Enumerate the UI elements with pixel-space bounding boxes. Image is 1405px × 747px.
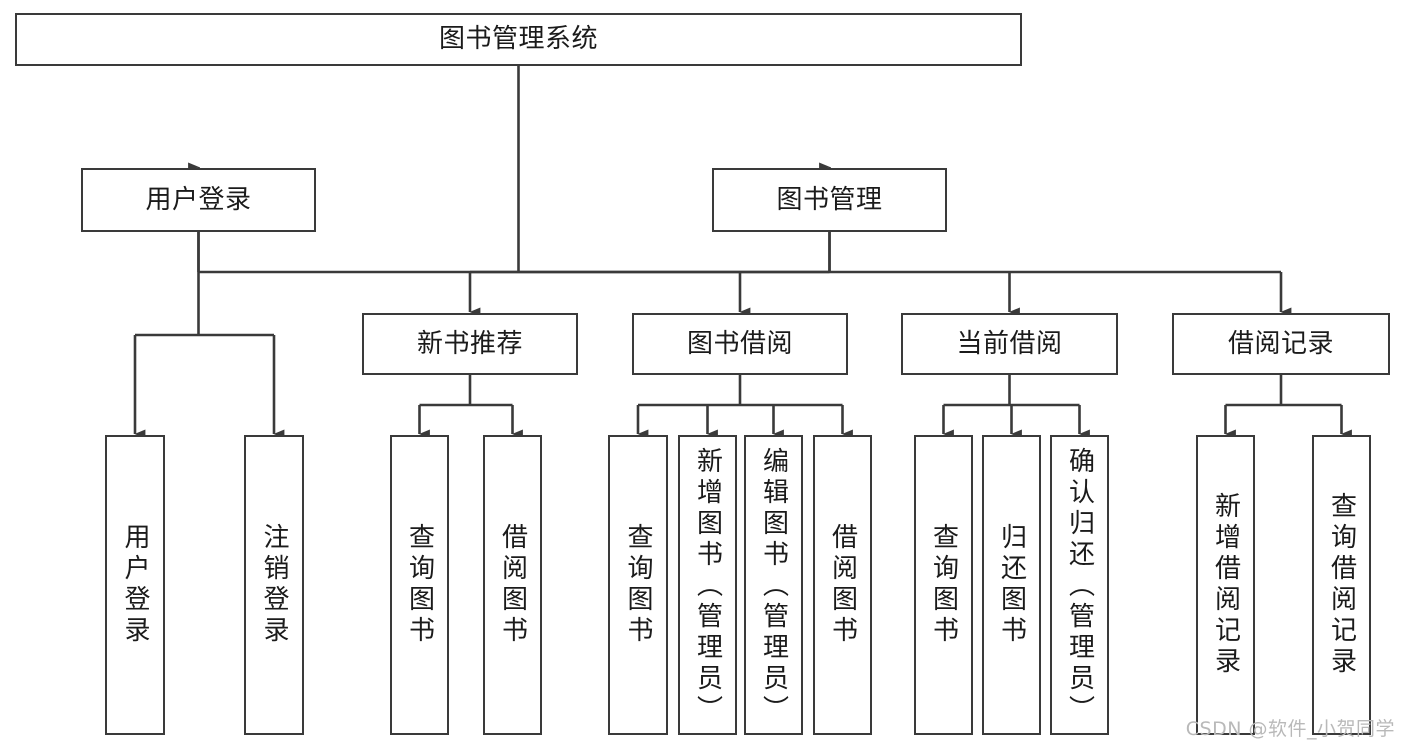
node-l-badd[interactable]: 新增图书（管理员）	[678, 435, 737, 735]
node-label: 用户登录	[145, 184, 252, 215]
node-l-nb-query[interactable]: 查询图书	[390, 435, 449, 735]
node-l-nb-borrow[interactable]: 借阅图书	[483, 435, 542, 735]
node-label: 新书推荐	[416, 328, 523, 359]
node-label: 图书借阅	[686, 328, 793, 359]
node-l-login[interactable]: 用户登录	[105, 435, 165, 735]
node-label: 图书管理系统	[438, 24, 598, 55]
node-l-radd[interactable]: 新增借阅记录	[1196, 435, 1255, 735]
node-label: 借阅记录	[1227, 328, 1334, 359]
node-l-bedit[interactable]: 编辑图书（管理员）	[744, 435, 803, 735]
node-label: 图书管理	[776, 184, 883, 215]
node-label: 当前借阅	[956, 328, 1063, 359]
node-borrow[interactable]: 图书借阅	[632, 313, 848, 375]
node-label: 查询图书	[623, 523, 653, 647]
node-label: 查询借阅记录	[1326, 492, 1357, 678]
node-l-creturn[interactable]: 归还图书	[982, 435, 1041, 735]
node-records[interactable]: 借阅记录	[1172, 313, 1390, 375]
node-login[interactable]: 用户登录	[81, 168, 316, 232]
node-label: 确认归还（管理员）	[1064, 447, 1095, 726]
node-current[interactable]: 当前借阅	[901, 313, 1118, 375]
edge-group	[133, 66, 1352, 439]
node-label: 用户登录	[120, 523, 150, 647]
node-l-bborrow[interactable]: 借阅图书	[813, 435, 872, 735]
node-label: 查询图书	[928, 523, 959, 647]
node-newbooks[interactable]: 新书推荐	[362, 313, 578, 375]
node-l-cq[interactable]: 查询图书	[914, 435, 973, 735]
node-bookmgmt[interactable]: 图书管理	[712, 168, 947, 232]
watermark-label: CSDN @软件_小贺同学	[1185, 718, 1395, 740]
node-l-logout[interactable]: 注销登录	[244, 435, 304, 735]
node-label: 新增图书（管理员）	[692, 447, 723, 726]
node-label: 借阅图书	[497, 523, 528, 647]
node-root[interactable]: 图书管理系统	[15, 13, 1022, 66]
node-l-bq[interactable]: 查询图书	[608, 435, 668, 735]
node-label: 查询图书	[404, 523, 435, 647]
node-label: 新增借阅记录	[1210, 492, 1241, 678]
node-l-cconfirm[interactable]: 确认归还（管理员）	[1050, 435, 1109, 735]
node-label: 借阅图书	[827, 523, 858, 647]
node-label: 注销登录	[259, 523, 289, 647]
node-l-rquery[interactable]: 查询借阅记录	[1312, 435, 1371, 735]
node-label: 归还图书	[996, 523, 1027, 647]
node-label: 编辑图书（管理员）	[758, 447, 789, 726]
